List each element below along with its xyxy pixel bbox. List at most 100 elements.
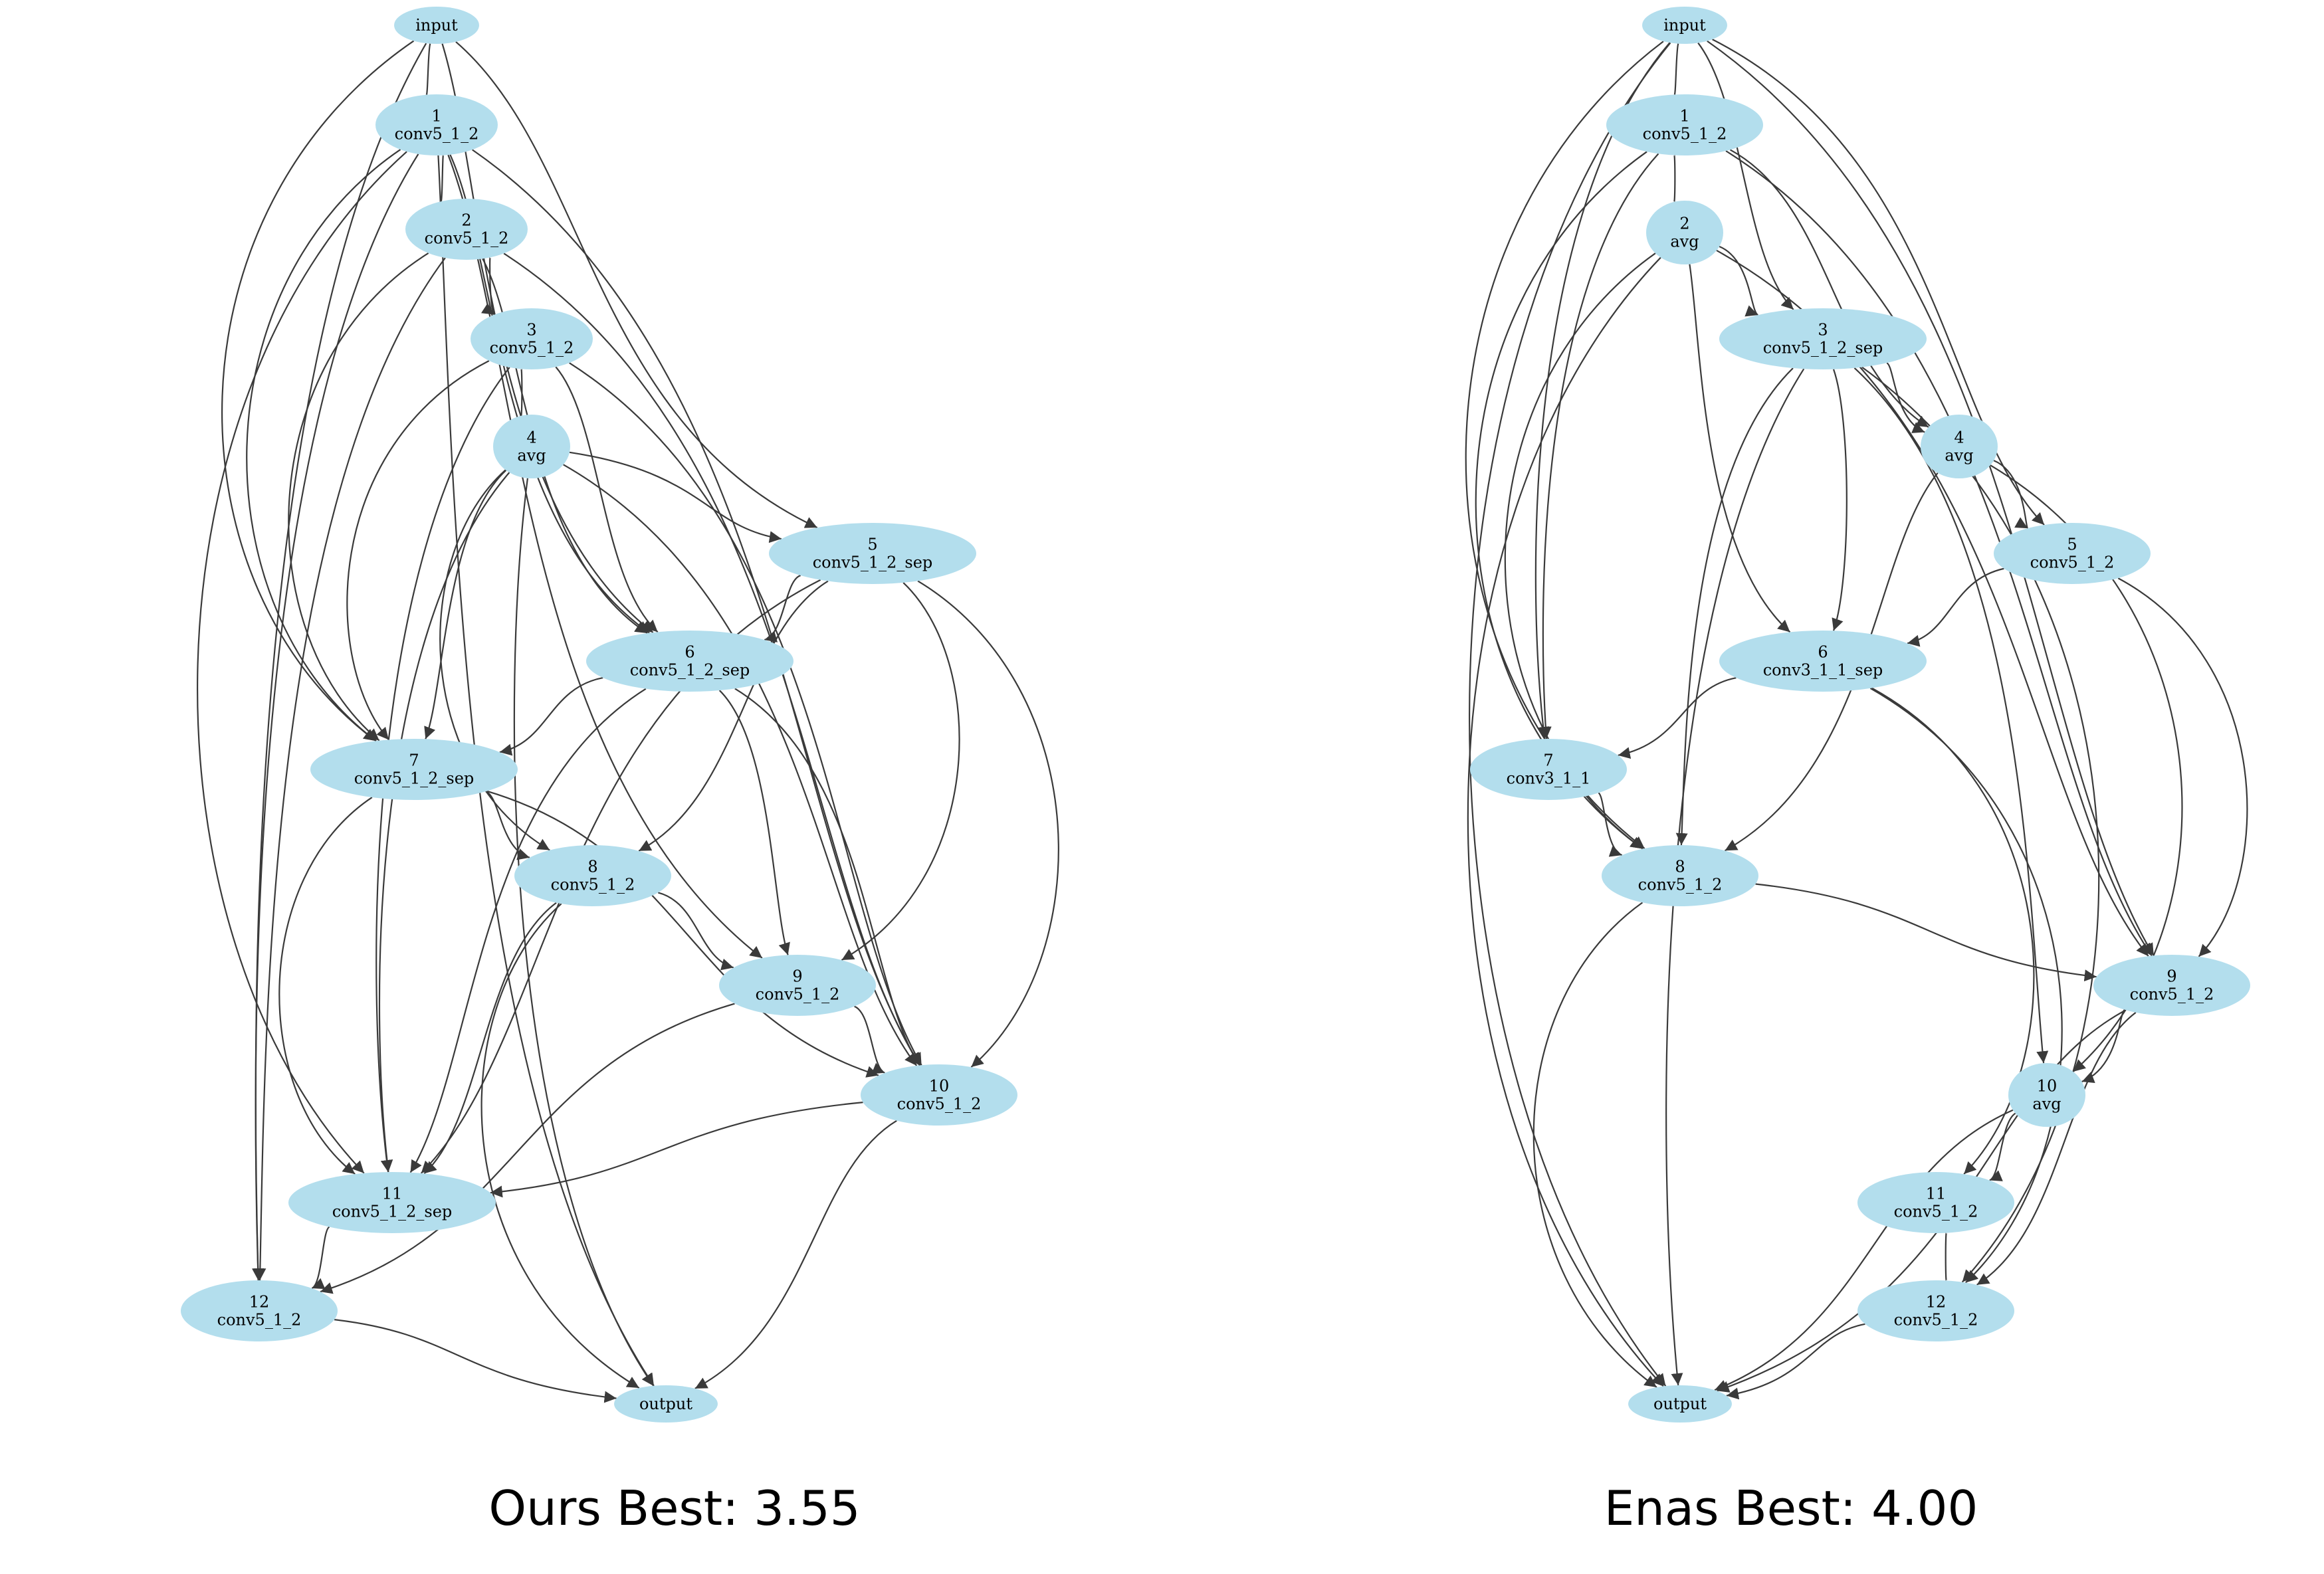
node-ours-n4-label-1: avg (517, 446, 546, 465)
node-ours-n12-shape (181, 1280, 338, 1341)
node-enas-n2-label-0: 2 (1679, 215, 1689, 233)
edge-ours-n2-n3 (480, 256, 495, 316)
edge-enas-input-n1 (1672, 43, 1684, 108)
node-ours-n3-label-1: conv5_1_2 (490, 339, 574, 357)
node-ours-n11-label-0: 11 (382, 1185, 403, 1203)
node-enas-n3-label-1: conv5_1_2_sep (1763, 339, 1883, 357)
edge-enas-n9-n10 (2081, 1009, 2125, 1083)
node-ours-n10-label-1: conv5_1_2 (897, 1095, 982, 1114)
node-enas-n11-shape (1857, 1172, 2014, 1233)
node-enas-n9-label-1: conv5_1_2 (2130, 985, 2214, 1004)
edge-ours-n5-n6 (764, 575, 801, 642)
edge-enas-n3-n12 (1861, 366, 2100, 1283)
edge-ours-n1-n9 (447, 154, 763, 959)
edge-ours-n1-n10 (472, 149, 921, 1066)
node-enas-n4-shape (1921, 415, 1998, 478)
node-ours-n8-label-1: conv5_1_2 (551, 876, 635, 894)
node-enas-n4-label-1: avg (1945, 446, 1973, 465)
edge-enas-input-n5 (1712, 39, 2045, 526)
edge-ours-n3-n10 (569, 362, 922, 1066)
graph-enas-nodes: input1conv5_1_22avg3conv5_1_2_sep4avg5co… (1470, 7, 2250, 1423)
node-ours-n4-shape (493, 415, 570, 478)
edge-ours-n4-n7 (424, 470, 507, 739)
edge-enas-n3-n6 (1832, 369, 1848, 631)
edge-enas-n10-n11 (1989, 1112, 2016, 1181)
edge-ours-n7-n11 (278, 797, 373, 1175)
node-enas-input-shape (1642, 7, 1727, 44)
edge-ours-n4-n10 (563, 464, 918, 1066)
edge-ours-n4-n5 (569, 451, 782, 543)
edge-enas-input-n9 (1707, 40, 2155, 956)
node-ours-n12-label-0: 12 (249, 1293, 270, 1312)
edge-ours-n3-n7 (346, 359, 490, 741)
edge-ours-n9-n12 (320, 1003, 735, 1294)
edge-ours-n7-n8 (485, 791, 530, 860)
edge-enas-n2-n6 (1689, 264, 1791, 633)
edge-ours-n9-n10 (854, 1005, 885, 1074)
node-enas-n7-shape (1470, 739, 1627, 800)
edge-ours-n11-n12 (311, 1226, 330, 1290)
node-enas-n8-label-0: 8 (1675, 858, 1685, 876)
edge-enas-n10-output (1714, 1109, 2014, 1391)
node-enas-n8-label-1: conv5_1_2 (1638, 876, 1723, 894)
edge-ours-n6-n7 (499, 676, 603, 756)
edge-enas-n12-output (1726, 1323, 1865, 1400)
edge-enas-n3-n10 (1853, 367, 2049, 1064)
node-enas-input-label-0: input (1663, 16, 1706, 35)
edge-ours-n6-n10 (734, 688, 920, 1066)
graph-enas-edges (1465, 39, 2248, 1400)
node-ours-n5-label-1: conv5_1_2_sep (813, 553, 933, 572)
edge-enas-n2-n3 (1719, 246, 1759, 317)
node-enas-n6-label-1: conv3_1_1_sep (1763, 661, 1883, 680)
node-ours-output: output (614, 1385, 718, 1423)
edge-ours-input-n1 (424, 43, 436, 108)
edge-enas-n7-n8 (1598, 792, 1623, 857)
edge-ours-n1-n2 (440, 154, 454, 215)
node-enas-n6-label-0: 6 (1818, 643, 1828, 662)
node-enas-n9-shape (2093, 955, 2250, 1016)
node-enas-n4-label-0: 4 (1954, 429, 1964, 447)
node-ours-n7-label-0: 7 (409, 751, 419, 770)
node-enas-output: output (1628, 1385, 1732, 1423)
edge-ours-n2-n12 (254, 257, 446, 1281)
node-ours-n6-label-0: 6 (685, 643, 694, 662)
edge-enas-n5-n6 (1907, 567, 2004, 647)
node-ours-n3-label-0: 3 (526, 321, 536, 340)
node-enas-n2-shape (1646, 201, 1723, 264)
edge-enas-n4-n5 (1993, 460, 2029, 530)
edge-enas-n5-n9 (2117, 577, 2248, 957)
edge-enas-input-output (1469, 42, 1671, 1387)
node-enas-n7-label-0: 7 (1543, 751, 1553, 770)
edge-ours-n1-n12 (252, 153, 419, 1281)
graph-ours-nodes: input1conv5_1_22conv5_1_23conv5_1_24avg5… (181, 7, 1017, 1423)
edge-ours-n5-n9 (841, 582, 960, 961)
edge-enas-n11-n12 (1937, 1232, 1949, 1294)
node-enas-output-label-0: output (1653, 1395, 1707, 1413)
edge-enas-n8-output (1532, 902, 1657, 1388)
node-enas-n11-label-0: 11 (1926, 1185, 1947, 1203)
edge-ours-n5-n8 (638, 580, 829, 852)
edge-ours-n3-n6 (555, 366, 659, 633)
node-enas-n1-label-1: conv5_1_2 (1643, 125, 1727, 144)
node-ours-n3-shape (471, 308, 593, 369)
node-enas-n7-label-1: conv3_1_1 (1507, 769, 1591, 788)
node-enas-n10-label-0: 10 (2037, 1077, 2058, 1096)
caption-enas: Enas Best: 4.00 (1604, 1480, 1978, 1536)
graph-ours: input1conv5_1_22conv5_1_23conv5_1_24avg5… (181, 7, 1059, 1536)
edge-ours-n8-output (480, 903, 640, 1389)
edge-ours-n8-n11 (423, 902, 557, 1175)
node-ours-n1-shape (375, 94, 498, 155)
